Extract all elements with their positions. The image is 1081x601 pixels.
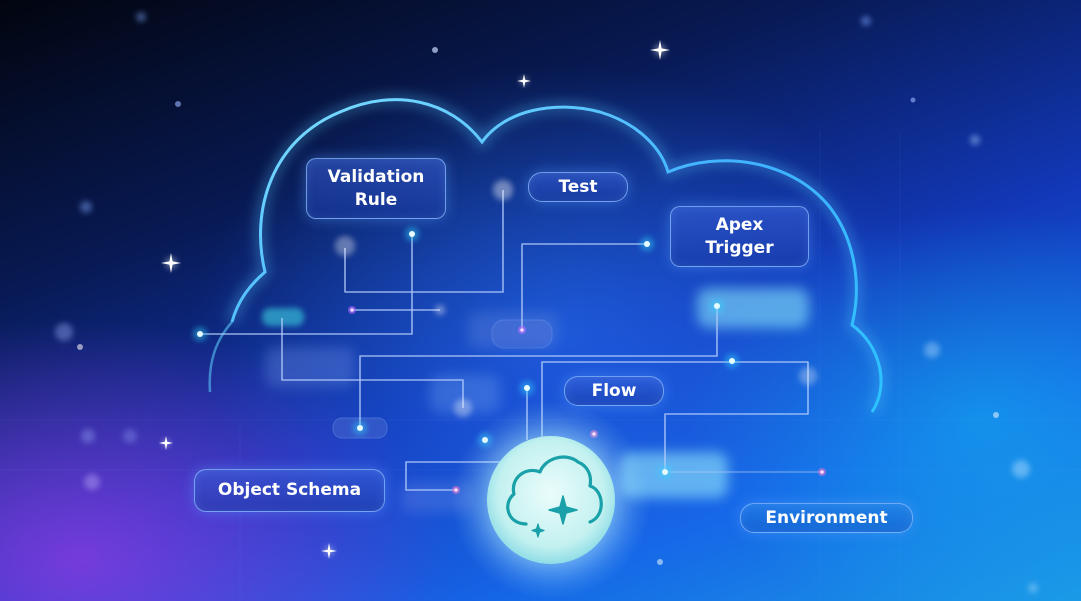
node-dot [658, 465, 672, 479]
cloud-outline [208, 94, 887, 415]
node-dot [710, 299, 724, 313]
node-dot [454, 399, 472, 417]
sparkle-icon [159, 436, 173, 450]
node-dot [348, 306, 356, 314]
sparkle-icon [650, 40, 670, 60]
node-dot [640, 237, 654, 251]
sparkle-icon [321, 543, 337, 559]
connector-lines [200, 190, 822, 491]
node-dot [799, 367, 817, 385]
node-apex-trigger: Apex Trigger [670, 206, 809, 267]
node-dot [353, 421, 367, 435]
sparkles [159, 40, 670, 559]
node-validation-rule: Validation Rule [306, 158, 446, 219]
node-dot [725, 354, 739, 368]
node-dot [435, 305, 445, 315]
node-dot [335, 236, 355, 256]
node-object-schema: Object Schema [194, 469, 385, 512]
node-test: Test [528, 172, 628, 202]
node-dot [518, 326, 526, 334]
node-dot [818, 468, 826, 476]
node-dot [193, 327, 207, 341]
node-dot [405, 227, 419, 241]
node-dot [520, 381, 534, 395]
cloud-hub [451, 400, 651, 600]
sparkle-icon [517, 74, 531, 88]
starfield [55, 12, 1038, 593]
cloud-sparkle-icon [506, 455, 603, 538]
node-environment: Environment [740, 503, 913, 533]
sparkle-icon [161, 253, 181, 273]
node-flow: Flow [564, 376, 664, 406]
node-dots [193, 180, 826, 494]
node-dot [493, 180, 513, 200]
